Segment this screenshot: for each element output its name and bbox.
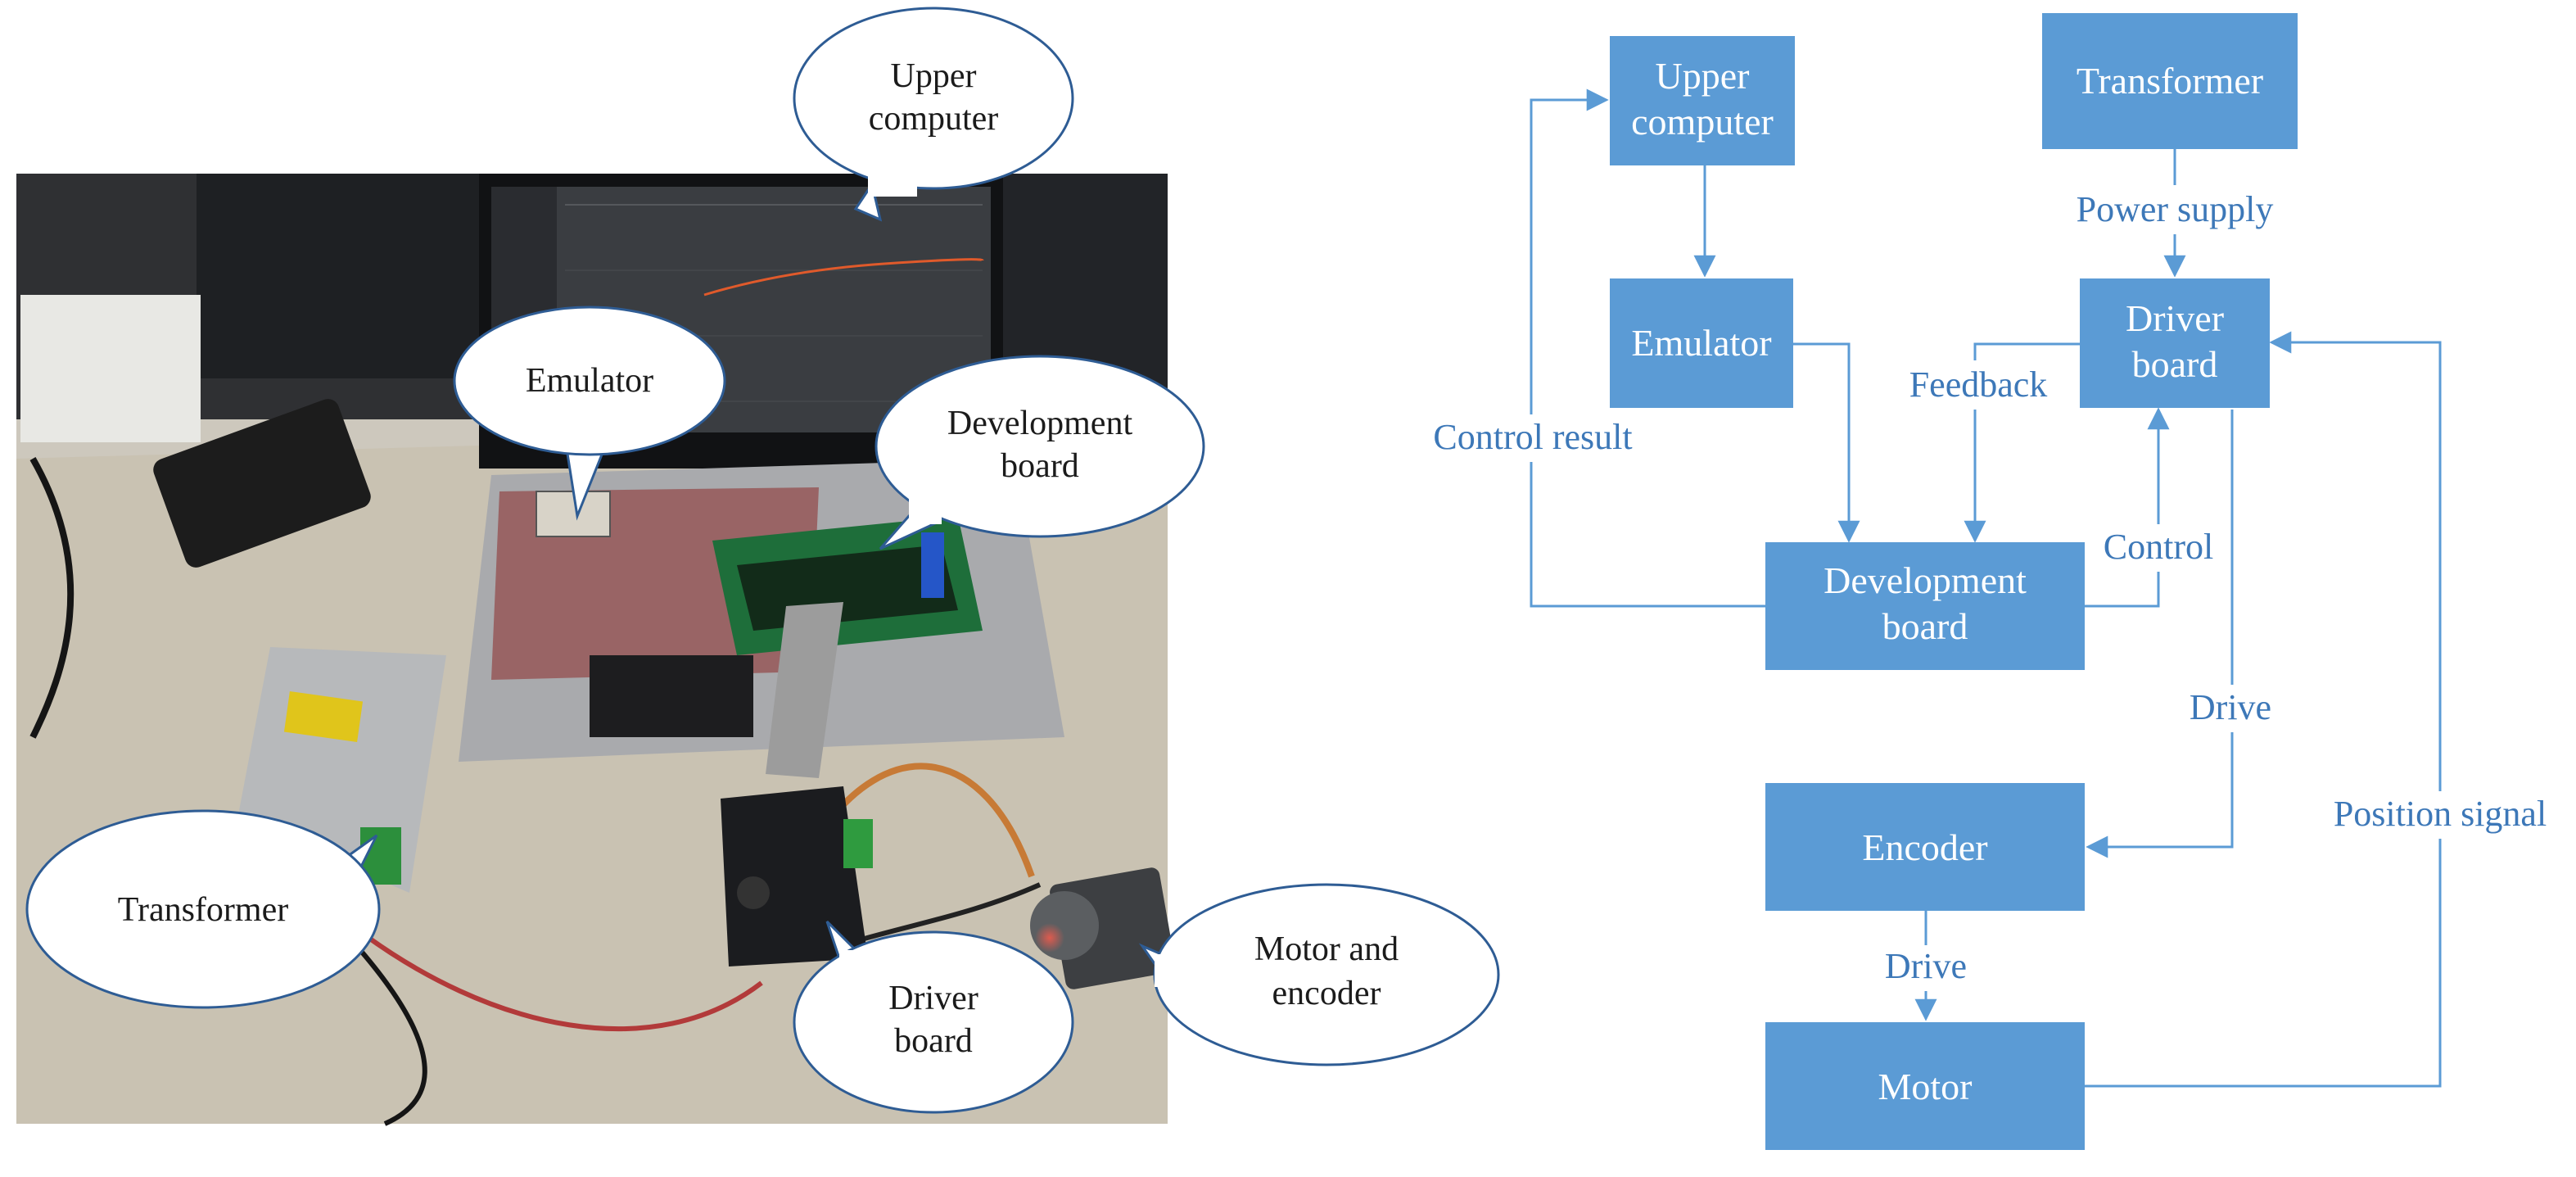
label-drive-encoder-to-motor: Drive [1885, 946, 1967, 986]
node-encoder-line-1: Encoder [1862, 826, 1987, 868]
callout-development-board: Development board [874, 355, 1205, 550]
block-diagram: Upper computer Emulator Transformer Driv… [1421, 13, 2563, 1150]
connectors [1530, 88, 2442, 1088]
node-development-board-line-1: Development [1824, 559, 2027, 601]
callout-emulator: Emulator [453, 306, 726, 521]
callout-upper-computer-line-1: Upper [891, 57, 977, 95]
callout-development-board-line-2: board [1001, 447, 1079, 485]
label-control-result: Control result [1433, 417, 1632, 457]
arrow-emulator-to-development-board [1793, 342, 1860, 543]
emulator-device [536, 491, 611, 537]
label-control: Control [2104, 527, 2213, 567]
setup-photo: Upper computer Emulator Development boar… [16, 7, 1500, 1126]
node-upper-computer-line-1: Upper [1656, 55, 1750, 97]
node-transformer-line-1: Transformer [2077, 60, 2263, 102]
arrow-driver-board-feedback [1964, 342, 2080, 543]
node-development-board: Development board [1765, 542, 2085, 670]
node-driver-board-line-2: board [2132, 343, 2218, 385]
callout-driver-board-line-1: Driver [888, 980, 978, 1017]
callout-upper-computer: Upper computer [793, 7, 1074, 222]
label-position-signal: Position signal [2334, 794, 2547, 834]
node-transformer: Transformer [2042, 13, 2298, 149]
node-encoder: Encoder [1765, 783, 2085, 911]
node-emulator-line-1: Emulator [1631, 322, 1771, 364]
node-upper-computer-line-2: computer [1631, 101, 1774, 143]
callout-driver-board: Driver board [793, 920, 1074, 1114]
label-feedback: Feedback [1909, 364, 2048, 405]
left-monitor [197, 174, 491, 378]
callout-emulator-line-1: Emulator [526, 362, 653, 400]
node-motor: Motor [1765, 1022, 2085, 1150]
power-strip [20, 295, 201, 442]
callout-motor-encoder: Motor and encoder [1138, 883, 1500, 1066]
arrow-control-result [1530, 88, 1765, 608]
driver-board-device [721, 786, 868, 966]
label-drive-driver-to-encoder: Drive [2190, 687, 2271, 727]
node-driver-board-line-1: Driver [2126, 297, 2224, 339]
callout-motor-encoder-line-2: encoder [1272, 975, 1381, 1012]
node-development-board-line-2: board [1882, 605, 1968, 647]
touchpad [590, 655, 753, 737]
power-adapter [153, 399, 371, 568]
arrow-control [2085, 407, 2170, 608]
callout-upper-computer-line-2: computer [869, 100, 999, 138]
callout-driver-board-line-2: board [894, 1022, 973, 1060]
arrow-drive-to-encoder [2086, 410, 2234, 858]
node-upper-computer: Upper computer [1610, 36, 1795, 165]
callout-motor-encoder-line-1: Motor and [1254, 930, 1399, 968]
node-motor-line-1: Motor [1878, 1066, 1973, 1107]
callout-transformer-line-1: Transformer [118, 891, 288, 929]
ribbon-cable [766, 602, 843, 778]
arrow-position-signal [2085, 331, 2442, 1088]
node-driver-board: Driver board [2080, 278, 2270, 408]
label-power-supply: Power supply [2077, 189, 2274, 229]
callout-transformer: Transformer [25, 809, 381, 1009]
node-emulator: Emulator [1610, 278, 1793, 408]
callout-development-board-line-1: Development [947, 405, 1133, 442]
